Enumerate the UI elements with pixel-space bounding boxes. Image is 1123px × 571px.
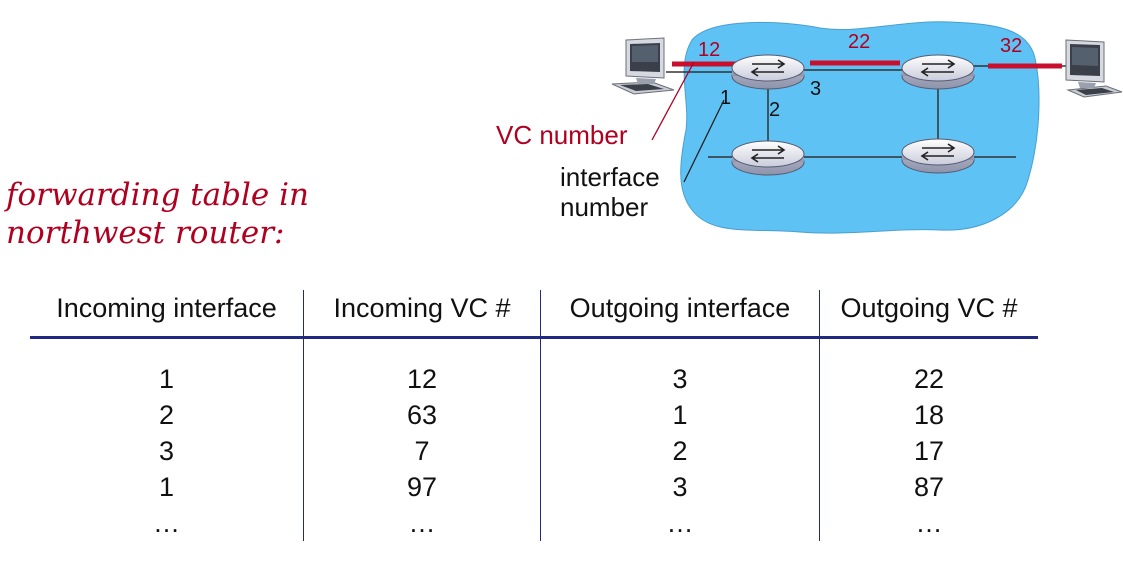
- header-outgoing-interface: Outgoing interface: [540, 290, 820, 339]
- right-host-computer-icon: [1065, 39, 1123, 98]
- network-cloud: [680, 21, 1040, 234]
- table-row: 2 63 1 18: [30, 397, 1038, 433]
- vc-number-label: VC number: [496, 120, 628, 150]
- table-row: 1 97 3 87: [30, 469, 1038, 505]
- table-cell: …: [303, 505, 541, 541]
- table-cell: 1: [540, 397, 820, 433]
- header-incoming-interface: Incoming interface: [30, 290, 304, 339]
- table-cell: …: [540, 505, 820, 541]
- forwarding-table: Incoming interface Incoming VC # Outgoin…: [30, 290, 1038, 541]
- interface-label-1: 1: [720, 87, 731, 109]
- caption-line-1: forwarding table in: [6, 177, 309, 213]
- table-cell: 3: [540, 469, 820, 505]
- table-cell: 97: [303, 469, 541, 505]
- interface-number-pointer: [683, 99, 725, 183]
- header-outgoing-vc: Outgoing VC #: [819, 290, 1038, 339]
- table-cell: 12: [303, 337, 541, 397]
- table-cell: …: [819, 505, 1038, 541]
- forwarding-table-caption: forwarding table in northwest router:: [6, 176, 326, 252]
- table-cell: 87: [819, 469, 1038, 505]
- table-cell: 3: [158, 436, 175, 466]
- router-northeast: [901, 54, 975, 90]
- table-row: 1 12 3 22: [30, 337, 1038, 397]
- table-cell: 2: [540, 433, 820, 469]
- table-cell: 22: [819, 337, 1038, 397]
- interface-number-label-line2: number: [560, 192, 648, 222]
- router-southeast: [901, 138, 975, 174]
- vc-label-12: 12: [698, 39, 720, 61]
- vc-label-22: 22: [848, 31, 870, 53]
- table-cell: 1: [158, 364, 175, 394]
- interface-number-label-line1: interface: [560, 162, 660, 192]
- header-incoming-vc: Incoming VC #: [303, 290, 541, 339]
- table-row-ellipsis: … … … …: [30, 505, 1038, 541]
- table-header-row: Incoming interface Incoming VC # Outgoin…: [30, 290, 1038, 339]
- router-northwest: [731, 54, 805, 90]
- table-cell: 7: [303, 433, 541, 469]
- vc-number-pointer: [651, 61, 695, 141]
- table-cell: 1: [158, 472, 175, 502]
- table-row: 3 7 2 17: [30, 433, 1038, 469]
- table-cell: 18: [819, 397, 1038, 433]
- interface-label-2: 2: [769, 99, 780, 121]
- table-cell: 2: [158, 400, 175, 430]
- caption-line-2: northwest router:: [6, 215, 285, 251]
- left-host-computer-icon: [611, 37, 675, 95]
- table-cell: 63: [303, 397, 541, 433]
- table-cell: 17: [819, 433, 1038, 469]
- interface-label-3: 3: [810, 78, 821, 100]
- vc-label-32: 32: [1000, 35, 1022, 57]
- network-diagram: 12 22 32 1 2 3 VC number interface numbe…: [496, 21, 1123, 234]
- router-southwest: [731, 140, 805, 176]
- table-cell: …: [153, 508, 180, 538]
- table-cell: 3: [540, 337, 820, 397]
